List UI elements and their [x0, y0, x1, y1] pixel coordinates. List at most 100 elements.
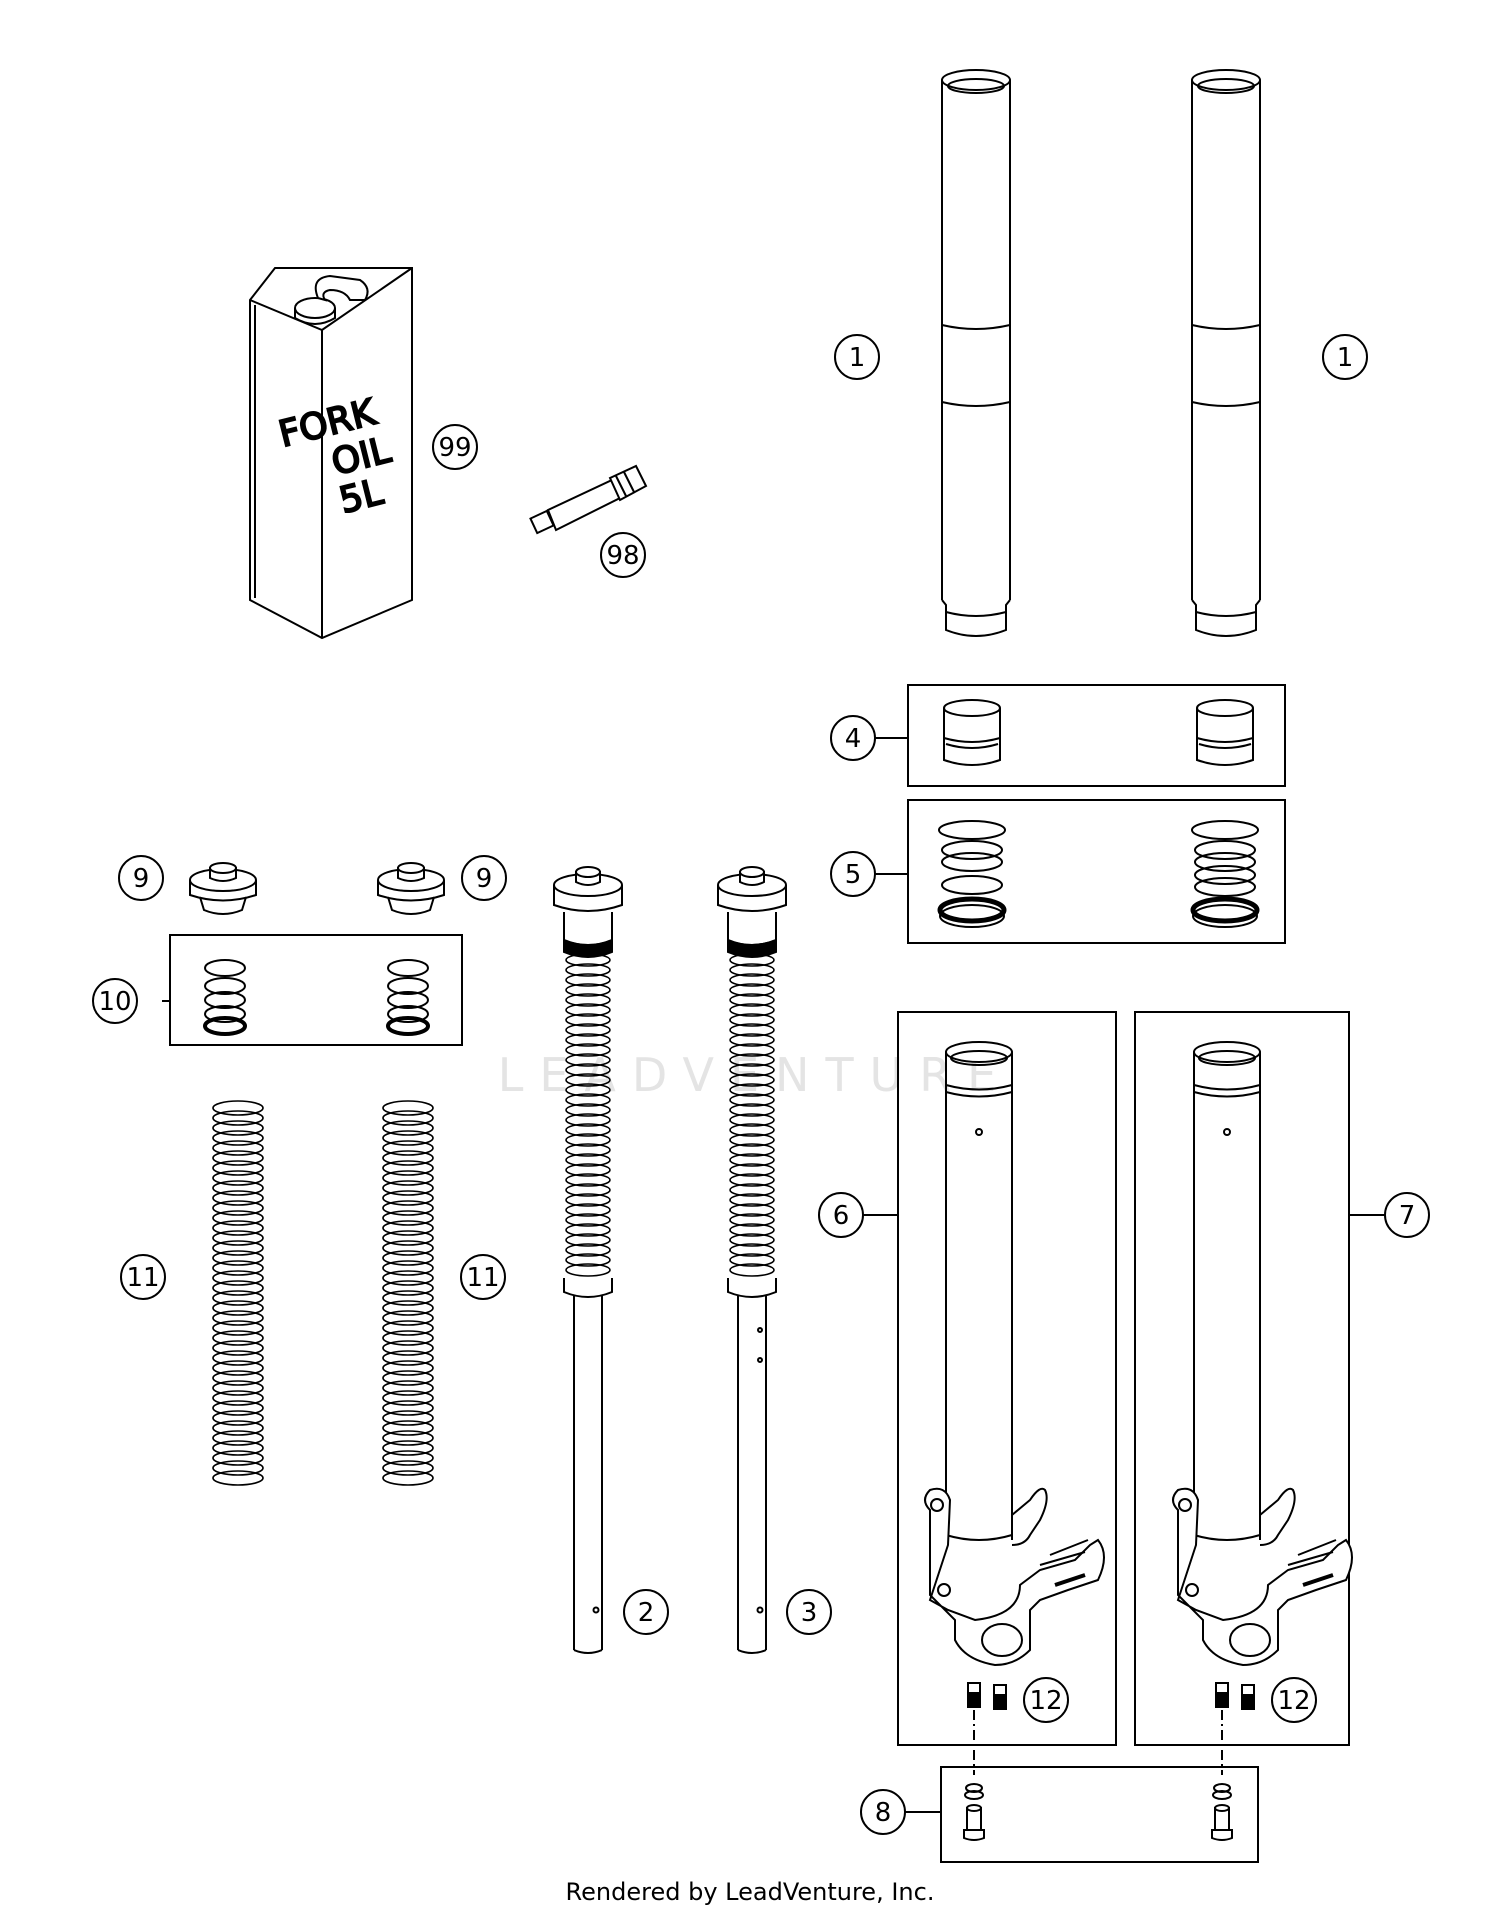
callout-8: 8 — [860, 1789, 906, 1835]
svg-text:9: 9 — [133, 864, 150, 894]
spring-coil — [382, 1120, 434, 1136]
svg-text:7: 7 — [1399, 1201, 1416, 1231]
inner-fork-tube-left — [924, 1041, 1105, 1667]
spring-coil — [565, 1033, 611, 1047]
spring-coil — [565, 1083, 611, 1097]
spring-coil — [212, 1370, 264, 1386]
spring-coil — [382, 1160, 434, 1176]
callout-12-right: 12 — [1271, 1677, 1317, 1723]
spring-coil — [212, 1180, 264, 1196]
spring-coil — [382, 1250, 434, 1266]
screw-cap-right — [377, 862, 445, 915]
spring-coil — [382, 1240, 434, 1256]
spring-coil — [382, 1200, 434, 1216]
callout-9-left: 9 — [118, 855, 164, 901]
spring-coil — [565, 1063, 611, 1077]
spring-coil — [565, 1243, 611, 1257]
callout-6: 6 — [818, 1192, 864, 1238]
spring-coil — [382, 1300, 434, 1316]
spring-coil — [565, 983, 611, 997]
spring-coil — [382, 1220, 434, 1236]
spring-coil — [382, 1190, 434, 1206]
outer-fork-tube-left — [941, 69, 1011, 637]
svg-text:11: 11 — [466, 1263, 499, 1293]
inner-fork-tube-right — [1172, 1041, 1353, 1667]
cartridge-collar — [727, 1278, 777, 1298]
axle-clamp-bolts-right — [1215, 1682, 1255, 1710]
spring-coil — [382, 1360, 434, 1376]
svg-text:9: 9 — [476, 864, 493, 894]
callout-10: 10 — [92, 978, 138, 1024]
spring-coil — [565, 1103, 611, 1117]
spring-coil — [382, 1110, 434, 1126]
spring-coil — [565, 973, 611, 987]
spring-coil — [565, 1263, 611, 1277]
spring-coil — [382, 1290, 434, 1306]
svg-text:11: 11 — [126, 1263, 159, 1293]
callout-2: 2 — [623, 1589, 669, 1635]
svg-text:1: 1 — [849, 343, 866, 373]
spring-coil — [212, 1390, 264, 1406]
spring-coil — [212, 1350, 264, 1366]
spring-coil — [212, 1400, 264, 1416]
spring-coil — [565, 1193, 611, 1207]
spring-coil — [212, 1450, 264, 1466]
spring-coil — [212, 1200, 264, 1216]
spring-coil — [565, 963, 611, 977]
spring-coil — [729, 1223, 775, 1237]
spring-coil — [212, 1380, 264, 1396]
callout-7: 7 — [1384, 1192, 1430, 1238]
callout-3: 3 — [786, 1589, 832, 1635]
spring-coil — [729, 1253, 775, 1267]
spring-coil — [565, 1113, 611, 1127]
spring-coil — [212, 1110, 264, 1126]
spring-coil — [212, 1220, 264, 1236]
spring-coil — [382, 1330, 434, 1346]
spring-coil — [382, 1430, 434, 1446]
spring-coil — [729, 1233, 775, 1247]
callout-11-right: 11 — [460, 1254, 506, 1300]
axle-clamp-bolts-left — [967, 1682, 1007, 1710]
callout-11-left: 11 — [120, 1254, 166, 1300]
svg-text:1: 1 — [1337, 343, 1354, 373]
spring-coil — [382, 1380, 434, 1396]
spring-coil — [212, 1360, 264, 1376]
svg-text:6: 6 — [833, 1201, 850, 1231]
spring-coil — [212, 1120, 264, 1136]
spring-coil — [729, 1203, 775, 1217]
spring-coil — [382, 1350, 434, 1366]
spring-coil — [729, 953, 775, 967]
spring-coil — [382, 1320, 434, 1336]
spring-coil — [565, 1223, 611, 1237]
spring-coil — [382, 1310, 434, 1326]
spring-coil — [212, 1460, 264, 1476]
spring-coil — [729, 983, 775, 997]
fork-spring-left — [212, 1100, 264, 1486]
spring-coil — [729, 1053, 775, 1067]
spring-coil — [382, 1260, 434, 1276]
spring-coil — [565, 1023, 611, 1037]
spring-coil — [382, 1390, 434, 1406]
spring-coil — [382, 1400, 434, 1416]
spring-coil — [565, 1093, 611, 1107]
spring-coil — [729, 1013, 775, 1027]
leg-box-7 — [1134, 1011, 1350, 1746]
callout-98: 98 — [600, 532, 646, 578]
screw-cap-left — [189, 862, 257, 915]
spring-coil — [565, 1213, 611, 1227]
fork-spring-right — [382, 1100, 434, 1486]
spring-coil — [212, 1230, 264, 1246]
spring-coil — [729, 1123, 775, 1137]
spring-coil — [729, 1193, 775, 1207]
spring-coil — [565, 1013, 611, 1027]
spring-coil — [382, 1440, 434, 1456]
spring-coil — [565, 1043, 611, 1057]
svg-text:99: 99 — [438, 433, 471, 463]
spring-coil — [382, 1100, 434, 1116]
cartridge-left — [553, 866, 623, 1654]
spring-coil — [729, 1213, 775, 1227]
spring-coil — [382, 1450, 434, 1466]
spring-coil — [382, 1230, 434, 1246]
spring-coil — [565, 1253, 611, 1267]
spring-coil — [565, 1133, 611, 1147]
